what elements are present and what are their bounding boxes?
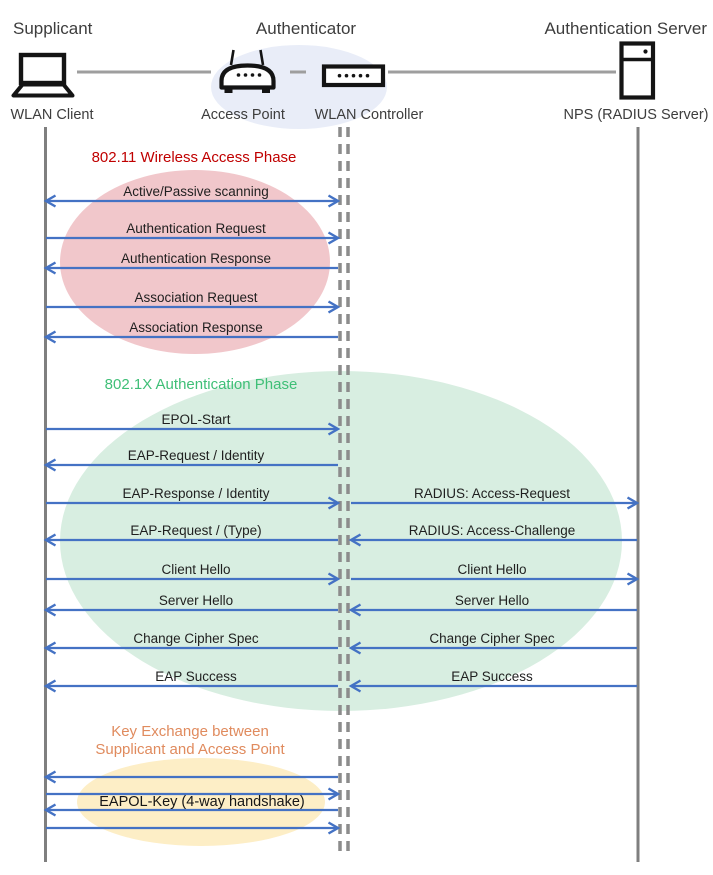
arrowhead <box>327 787 341 801</box>
wlan-controller-dots <box>337 73 370 78</box>
message-label: Client Hello <box>457 562 526 577</box>
arrowhead <box>327 422 341 436</box>
message-label: Change Cipher Spec <box>133 631 259 646</box>
lifelines-layer <box>44 127 640 862</box>
arrowhead <box>43 803 57 817</box>
wlan-client-label: WLAN Client <box>11 107 94 123</box>
phase-title: 802.1X Authentication Phase <box>105 376 298 393</box>
authentication-server-role-label: Authentication Server <box>544 19 707 38</box>
arrowhead <box>327 572 341 586</box>
message-label: EAP Success <box>451 669 533 684</box>
arrowhead <box>43 641 57 655</box>
wlan-controller-label: WLAN Controller <box>315 107 424 123</box>
arrowhead <box>626 572 640 586</box>
arrowhead <box>43 770 57 784</box>
arrowhead <box>43 679 57 693</box>
phase-titles-layer: 802.11 Wireless Access Phase 802.1X Authe… <box>92 149 298 758</box>
access-point-label: Access Point <box>201 107 285 123</box>
arrowhead <box>327 821 341 835</box>
arrowhead <box>43 603 57 617</box>
nps-server-label: NPS (RADIUS Server) <box>563 107 708 123</box>
phase-title: Key Exchange between <box>111 723 269 740</box>
arrowhead <box>43 194 57 208</box>
message-label: EAP-Response / Identity <box>122 486 269 501</box>
arrowhead <box>327 194 341 208</box>
phase-ellipse <box>77 758 325 846</box>
phase-title: Supplicant and Access Point <box>95 741 285 758</box>
message-label: EAP-Request / (Type) <box>130 523 261 538</box>
message-label: Authentication Request <box>126 221 266 236</box>
arrowhead <box>348 533 362 547</box>
arrowhead <box>43 261 57 275</box>
arrowhead <box>348 679 362 693</box>
handshake-label: EAPOL-Key (4-way handshake) <box>99 794 305 810</box>
message-label: Association Response <box>129 320 263 335</box>
message-label: Association Request <box>134 290 257 305</box>
access-point-icon <box>219 49 276 90</box>
arrowhead <box>327 496 341 510</box>
message-label: RADIUS: Access-Challenge <box>409 523 576 538</box>
server-led-dot <box>643 49 648 54</box>
supplicant-role-label: Supplicant <box>13 19 93 38</box>
message-label: RADIUS: Access-Request <box>414 486 570 501</box>
message-label: Client Hello <box>161 562 230 577</box>
access-point-dots <box>224 73 270 93</box>
arrowhead <box>327 300 341 314</box>
message-label: Server Hello <box>159 593 233 608</box>
arrowhead <box>348 641 362 655</box>
laptop-icon <box>11 52 75 98</box>
message-label: EPOL-Start <box>161 412 230 427</box>
arrowhead <box>626 496 640 510</box>
authenticator-role-label: Authenticator <box>256 19 357 38</box>
message-label: EAP-Request / Identity <box>128 448 265 463</box>
arrowhead <box>348 603 362 617</box>
message-label: Authentication Response <box>121 251 271 266</box>
arrowhead <box>43 533 57 547</box>
message-label: Active/Passive scanning <box>123 184 269 199</box>
message-label: Change Cipher Spec <box>429 631 555 646</box>
message-label: Server Hello <box>455 593 529 608</box>
arrowhead <box>43 330 57 344</box>
phase-title: 802.11 Wireless Access Phase <box>92 149 297 166</box>
arrowhead <box>43 458 57 472</box>
server-icon <box>619 41 656 100</box>
message-label: EAP Success <box>155 669 237 684</box>
arrowhead <box>327 231 341 245</box>
